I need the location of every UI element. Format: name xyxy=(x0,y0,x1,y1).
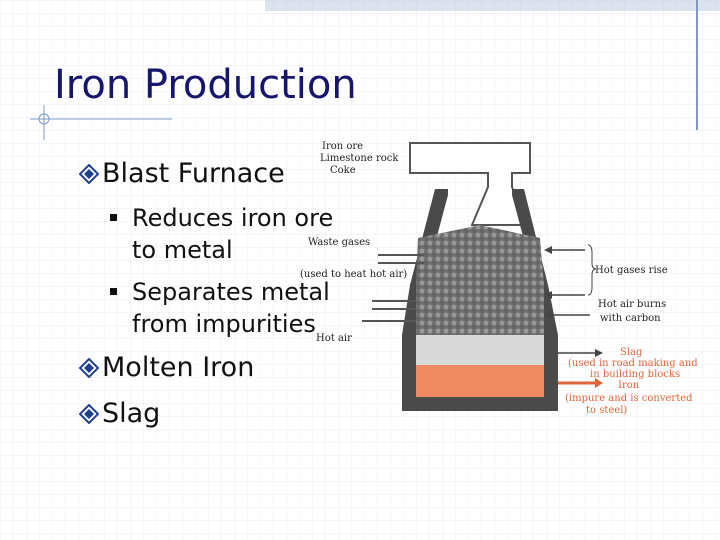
label-iron: Iron xyxy=(618,380,640,391)
label-limestone: Limestone rock xyxy=(320,153,399,164)
arrow-slag-outlet-icon xyxy=(558,349,603,357)
waste-gas-pipe xyxy=(378,254,424,264)
slag-layer xyxy=(416,335,544,365)
label-hot-air-burns: Hot air burns xyxy=(598,299,666,310)
arrow-gases-rise-icon xyxy=(544,244,597,299)
diamond-bullet-icon xyxy=(79,358,99,378)
charge-layer xyxy=(416,225,544,335)
label-iron-impure: (impure and is converted xyxy=(565,393,693,404)
label-to-steel: to steel) xyxy=(586,405,627,416)
feed-hopper xyxy=(409,142,531,226)
label-coke: Coke xyxy=(330,165,356,176)
hot-air-pipe-upper xyxy=(372,300,416,310)
bullet-molten-iron: Molten Iron xyxy=(102,352,255,383)
sub-bullet-separates-line2: from impurities xyxy=(132,310,316,338)
sub-bullet-reduces-line2: to metal xyxy=(132,236,233,264)
label-slag-road: (used in road making and xyxy=(568,358,698,369)
slide-title: Iron Production xyxy=(54,62,357,108)
label-slag-blocks: in building blocks xyxy=(590,369,680,380)
top-right-band xyxy=(265,0,720,11)
blast-furnace-diagram: Iron ore Limestone rock Coke Waste gases… xyxy=(300,141,698,416)
sub-bullet-reduces-line1: Reduces iron ore xyxy=(132,204,334,232)
label-hot-air: Hot air xyxy=(316,333,352,344)
arrow-hot-air-burns-icon xyxy=(544,311,590,319)
arrow-iron-outlet-icon xyxy=(558,378,603,388)
diamond-bullet-icon xyxy=(79,404,99,424)
label-used-to-heat: (used to heat hot air) xyxy=(300,269,407,280)
bullet-slag: Slag xyxy=(102,398,161,429)
label-with-carbon: with carbon xyxy=(600,313,661,324)
label-iron-ore: Iron ore xyxy=(322,141,363,152)
molten-iron-layer xyxy=(416,365,544,397)
label-slag: Slag xyxy=(620,347,643,358)
label-hot-gases-rise: Hot gases rise xyxy=(595,265,668,276)
title-rule-dot xyxy=(38,113,50,125)
sub-bullet-separates-line1: Separates metal xyxy=(132,278,330,306)
bullet-blast-furnace: Blast Furnace xyxy=(102,158,285,189)
square-bullet-icon xyxy=(110,288,117,295)
label-waste-gases: Waste gases xyxy=(308,237,370,248)
diamond-bullet-icon xyxy=(79,164,99,184)
square-bullet-icon xyxy=(110,214,117,221)
